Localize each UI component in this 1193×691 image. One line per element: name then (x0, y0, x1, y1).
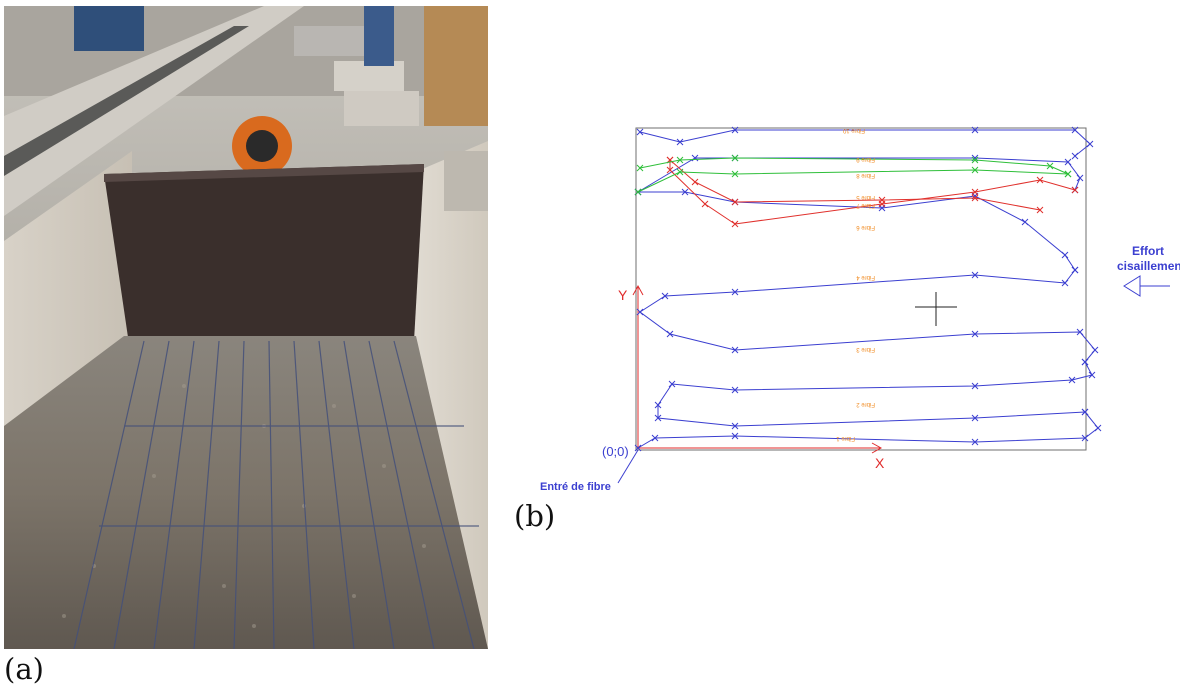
fibre-label-1: Fibre 1 (836, 435, 855, 441)
fibre-path-8 (637, 169, 1069, 193)
fibre-label-7: Fibre 7 (856, 202, 875, 208)
fibre-node-marker (971, 414, 979, 422)
fibre-node-marker (971, 156, 979, 164)
fibre-node-marker (1081, 358, 1089, 366)
x-axis-label: X (875, 455, 885, 471)
fibre-node-marker (636, 308, 644, 316)
shear-label-line1: Effort (1132, 244, 1164, 258)
fibre-node-marker (1086, 140, 1094, 148)
fibre-node-marker (1036, 176, 1044, 184)
fibre-node-marker (731, 288, 739, 296)
fibre-path-1 (637, 411, 1099, 449)
fibre-node-marker (676, 168, 684, 176)
fibre-node-marker (731, 220, 739, 228)
fibre-label-5: Fibre 5 (856, 194, 875, 200)
fibre-node-marker (636, 128, 644, 136)
fibre-node-marker (1061, 279, 1069, 287)
fibre-node-marker (651, 434, 659, 442)
fibre-node-marker (634, 188, 642, 196)
fibre-node-marker (1071, 152, 1079, 160)
fibre-node-marker (666, 166, 674, 174)
fibre-node-marker (731, 198, 739, 206)
fibre-node-marker (1064, 170, 1072, 178)
fibre-node-marker (681, 188, 689, 196)
fibre-node-marker (1046, 162, 1054, 170)
formwork-photo-illustration (4, 6, 488, 649)
fibre-node-marker (1094, 424, 1102, 432)
fibre-label-2: Fibre 2 (856, 401, 875, 407)
fibre-node-marker (731, 126, 739, 134)
fibre-node-marker (1076, 328, 1084, 336)
fibre-node-marker (691, 178, 699, 186)
fibre-node-marker (661, 292, 669, 300)
fibre-node-marker (971, 330, 979, 338)
fibre-node-marker (971, 271, 979, 279)
fibre-node-marker (654, 414, 662, 422)
fibre-label-4: Fibre 4 (856, 274, 875, 280)
fibre-path-4 (638, 191, 1076, 271)
fibre-node-marker (878, 196, 886, 204)
fibre-label-9: Fibre 9 (856, 156, 875, 162)
fibre-path-7 (669, 159, 1041, 211)
fibre-node-marker (1091, 346, 1099, 354)
fibre-node-marker (731, 170, 739, 178)
fibre-node-marker (668, 380, 676, 388)
fibre-node-marker (731, 422, 739, 430)
fibre-node-marker (1064, 158, 1072, 166)
fibre-node-marker (731, 346, 739, 354)
fibre-node-marker (971, 438, 979, 446)
fibre-label-10: Fibre 10 (842, 127, 865, 133)
y-axis-label: Y (618, 287, 628, 303)
shear-arrow-head (1123, 275, 1141, 297)
fibre-node-marker (666, 330, 674, 338)
entry-leader (617, 449, 639, 484)
fibre-label-3: Fibre 3 (856, 346, 875, 352)
fibre-label-8: Fibre 8 (856, 172, 875, 178)
fibre-node-marker (1068, 376, 1076, 384)
caption-b: (b) (514, 499, 556, 533)
fibre-node-marker (1071, 126, 1079, 134)
fibre-layout-svg: Y X (0;0) Entré de fibre Effort cisaille… (540, 126, 1186, 493)
fibre-path-6 (669, 160, 1076, 225)
fibre-path-2 (657, 361, 1093, 427)
fibre-node-marker (971, 166, 979, 174)
fibre-node-marker (634, 444, 642, 452)
fibre-label-6: Fibre 6 (856, 224, 875, 230)
fibre-node-marker (701, 200, 709, 208)
fibre-node-marker (731, 154, 739, 162)
fibre-node-marker (1076, 174, 1084, 182)
fibre-node-marker (1071, 186, 1079, 194)
entry-label: Entré de fibre (540, 481, 611, 493)
fibre-node-marker (731, 432, 739, 440)
fibre-node-marker (1036, 206, 1044, 214)
fibre-paths: Fibre 1 Fibre 2 Fibre 3 Fibre 4 Fibre 5 Fibre… (634, 126, 1102, 452)
origin-label: (0;0) (602, 444, 629, 459)
fibre-node-marker (1071, 266, 1079, 274)
fibre-node-marker (971, 126, 979, 134)
formwork-photo (4, 6, 488, 649)
fibre-node-marker (1081, 408, 1089, 416)
fibre-node-marker (1088, 371, 1096, 379)
fibre-path-9 (639, 157, 1069, 175)
x-axis-arrow (871, 442, 883, 454)
fibre-node-marker (1081, 434, 1089, 442)
y-axis-arrow (632, 284, 644, 296)
fibre-layout-diagram: Y X (0;0) Entré de fibre Effort cisaille… (520, 100, 1186, 500)
fibre-node-marker (971, 382, 979, 390)
fibre-node-marker (731, 386, 739, 394)
shear-label-line2: cisaillement (1117, 259, 1180, 273)
fibre-node-marker (971, 188, 979, 196)
fibre-node-marker (1061, 251, 1069, 259)
caption-a: (a) (4, 652, 44, 686)
fibre-node-marker (676, 138, 684, 146)
fibre-node-marker (654, 401, 662, 409)
fibre-node-marker (1021, 218, 1029, 226)
fibre-node-marker (636, 164, 644, 172)
fibre-node-marker (971, 194, 979, 202)
fibre-node-marker (676, 156, 684, 164)
